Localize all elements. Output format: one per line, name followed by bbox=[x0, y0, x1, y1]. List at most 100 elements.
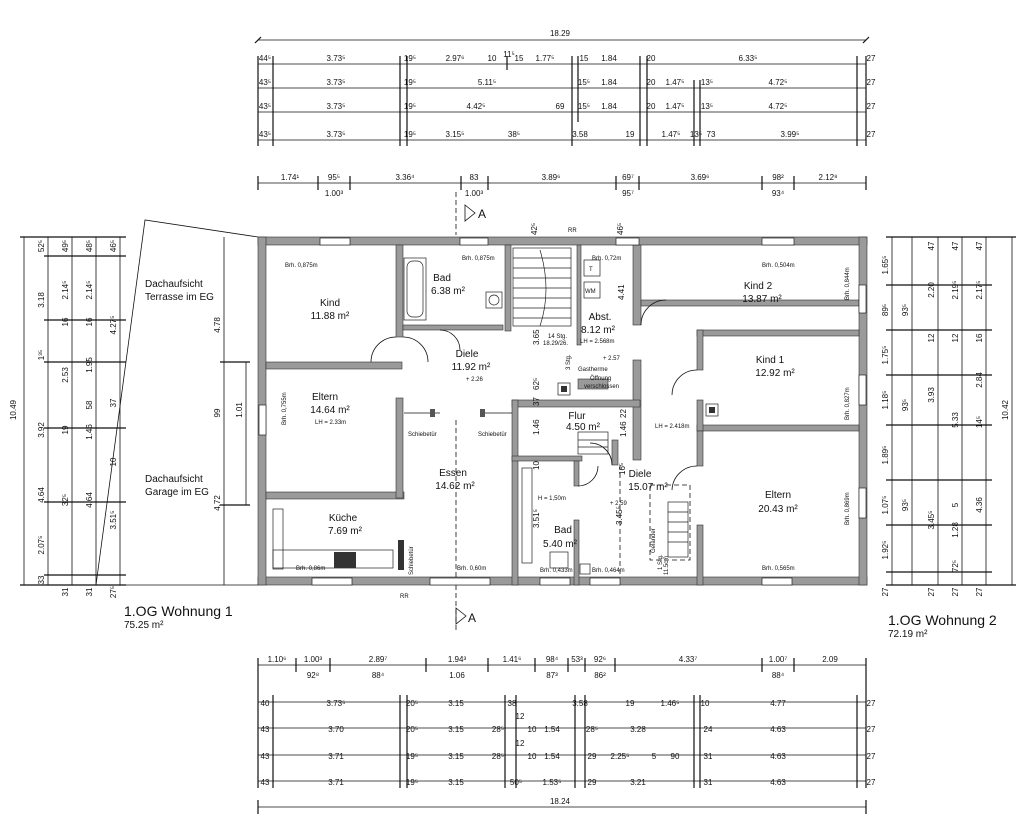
room-eltern2-area: 20.43 m² bbox=[758, 504, 798, 515]
left-c3-3: 1.95 bbox=[85, 357, 94, 373]
room-kueche-name: Küche bbox=[329, 513, 358, 524]
schiebetuer-label-2: Schiebetür bbox=[478, 432, 507, 438]
left-c3-2: 16 bbox=[85, 317, 94, 326]
top-op-sub-a: 1.00³ bbox=[325, 189, 344, 198]
top-r4-e: 38⁵ bbox=[508, 130, 520, 139]
bot-r4-10: 27 bbox=[867, 778, 876, 787]
room-kind-name: Kind bbox=[320, 298, 340, 309]
bot-r2-2: 20⁵ bbox=[406, 725, 418, 734]
bot-r4-4: 50⁵ bbox=[510, 778, 522, 787]
right-c3-3: 3.93 bbox=[927, 387, 936, 403]
section-marker-bottom: A RR bbox=[400, 585, 476, 630]
right-c2-1: 93⁵ bbox=[901, 399, 910, 411]
bot-r4-3: 3.15 bbox=[448, 778, 464, 787]
right-c1-0: 1.65⁵ bbox=[881, 256, 890, 275]
left-c4-0: 46⁵ bbox=[109, 240, 118, 252]
bot-r3-11: 90 bbox=[671, 752, 680, 761]
left-c2-2: 16 bbox=[61, 317, 70, 326]
bot-r4-8: 31 bbox=[704, 778, 713, 787]
top-r1-l: 6.33⁵ bbox=[739, 54, 758, 63]
left-c3-6: 4.64 bbox=[85, 492, 94, 508]
room-eltern2-brh2: Brh. 0,869m bbox=[845, 492, 851, 525]
bot-r3-4: 28⁵ bbox=[492, 752, 504, 761]
idim-16: 16⁵ bbox=[618, 463, 627, 475]
bot-op-sub-1: 88⁴ bbox=[372, 671, 385, 680]
room-flur-name: Flur bbox=[568, 411, 586, 422]
room-eltern1-area: 14.64 m² bbox=[310, 405, 350, 416]
idim-22: 22 bbox=[619, 409, 628, 418]
top-r3-j: 13⁵ bbox=[701, 102, 713, 111]
bot-r2-6: 10 bbox=[528, 725, 537, 734]
stair2-label-2: 11.5cm bbox=[664, 556, 670, 575]
wohnung1-area: 75.25 m² bbox=[124, 620, 164, 631]
top-r2-h: 1.47⁵ bbox=[666, 78, 685, 87]
left-c5-0: 4.78 bbox=[213, 317, 222, 333]
rr-bottom: RR bbox=[400, 594, 409, 600]
roof-views: Dachaufsicht Terrasse im EG Dachaufsicht… bbox=[95, 219, 259, 586]
room-diele1-level: + 2.26 bbox=[466, 377, 484, 383]
right-c3-4: 3.45⁵ bbox=[927, 511, 936, 530]
stair1-label-2: 18.29/26. bbox=[543, 341, 568, 347]
bot-op-1: 1.00³ bbox=[304, 655, 323, 664]
room-kind-area: 11.88 m² bbox=[311, 311, 350, 322]
bot-r1-8: 10 bbox=[701, 699, 710, 708]
bot-op-3: 1.94³ bbox=[448, 655, 467, 664]
top-r4-c: 19⁵ bbox=[404, 130, 416, 139]
dach-terrasse-2: Terrasse im EG bbox=[145, 292, 214, 303]
bot-r2-3: 3.15 bbox=[448, 725, 464, 734]
section-marker-top: A RR bbox=[455, 192, 577, 235]
top-r1-c: 19⁵ bbox=[404, 54, 416, 63]
room-kind2-name: Kind 2 bbox=[744, 281, 773, 292]
top-r1-k: 20 bbox=[647, 54, 656, 63]
top-r3-f: 15⁵ bbox=[578, 102, 590, 111]
left-c2-1: 2.14⁵ bbox=[61, 281, 70, 300]
room-bad1-area: 6.38 m² bbox=[431, 286, 466, 297]
top-dimensions: 18.29 44⁵ 3.73⁵ 19⁵ 2.97⁶ 10 11⁵ bbox=[254, 29, 876, 198]
bot-r4-1: 3.71 bbox=[328, 778, 344, 787]
rr-top: RR bbox=[568, 228, 577, 234]
bot-r3-9: 2.25⁵ bbox=[611, 752, 630, 761]
left-c3-5: 1.46 bbox=[85, 424, 94, 440]
bot-r2-4: 28⁵ bbox=[492, 725, 504, 734]
room-bad1-name: Bad bbox=[433, 273, 451, 284]
top-r3-b: 3.73⁵ bbox=[327, 102, 346, 111]
room-diele2-brh: Brh. 0,464m bbox=[592, 568, 625, 574]
room-eltern1-brh: Brh. 0,755m bbox=[282, 392, 288, 425]
wohnung2-title: 1.OG Wohnung 2 bbox=[888, 612, 997, 628]
bot-r3-14: 27 bbox=[867, 752, 876, 761]
bot-r3-2: 19⁵ bbox=[406, 752, 418, 761]
right-c3-2: 12 bbox=[927, 333, 936, 342]
right-c5-5: 4.36 bbox=[975, 497, 984, 513]
left-c2-5: 32⁵ bbox=[61, 494, 70, 506]
dach-garage-1: Dachaufsicht bbox=[145, 474, 203, 485]
bot-r1-2: 20⁵ bbox=[406, 699, 418, 708]
gastherme-label: Gastherme bbox=[578, 367, 608, 373]
right-c4-7: 27 bbox=[951, 587, 960, 596]
top-r3-h: 20 bbox=[647, 102, 656, 111]
right-c4-5: 1.28 bbox=[951, 522, 960, 538]
left-c1-4: 4.64 bbox=[37, 487, 46, 503]
dach-terrasse-1: Dachaufsicht bbox=[145, 279, 203, 290]
bot-r4-2: 19⁵ bbox=[406, 778, 418, 787]
furniture bbox=[272, 257, 719, 577]
top-r4-l: 27 bbox=[867, 130, 876, 139]
left-c1-6: 33 bbox=[37, 575, 46, 584]
top-r4-i: 13⁵ bbox=[690, 130, 702, 139]
top-op-sub-c: 95⁷ bbox=[622, 189, 634, 198]
room-diele1-area: 11.92 m² bbox=[452, 362, 491, 373]
idim-3-45: 3.45⁵ bbox=[615, 506, 624, 525]
left-c4-1: 4.27⁵ bbox=[109, 316, 118, 335]
top-r2-e: 15⁵ bbox=[578, 78, 590, 87]
bot-r2-10: 24 bbox=[704, 725, 713, 734]
room-bad1-brh: Brh. 0,875m bbox=[462, 256, 495, 262]
right-c1-7: 27 bbox=[881, 587, 890, 596]
room-labels: Kind 11.88 m² Brh. 0,875m Bad 6.38 m² Br… bbox=[282, 256, 851, 574]
top-r1-e: 10 bbox=[488, 54, 497, 63]
bot-r2-9: 3.28 bbox=[630, 725, 646, 734]
room-bad2-name: Bad bbox=[554, 525, 572, 536]
right-c4-1: 2.19⁵ bbox=[951, 281, 960, 300]
bot-r3-7: 1.54 bbox=[544, 752, 560, 761]
top-r1-g: 15 bbox=[515, 54, 524, 63]
top-r1-a: 44⁵ bbox=[259, 54, 271, 63]
